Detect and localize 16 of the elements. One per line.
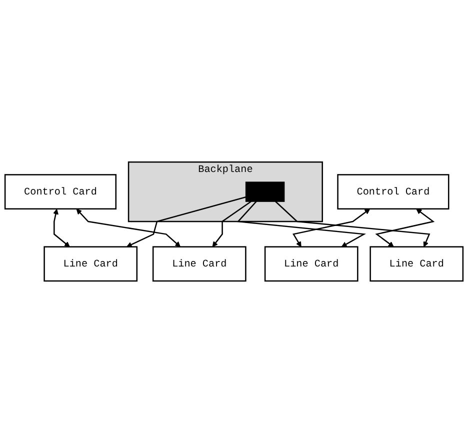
arrow xyxy=(375,209,435,248)
node-box: Line Card xyxy=(152,246,246,282)
node-box: Control Card xyxy=(337,174,450,210)
arrow xyxy=(212,201,252,248)
node-bar xyxy=(245,182,285,202)
arrow xyxy=(76,209,181,248)
node-box: Line Card xyxy=(44,246,138,282)
cluster: Backplane xyxy=(128,162,323,223)
arrow xyxy=(274,201,430,248)
node-box: Control Card xyxy=(4,174,117,210)
node-box: Line Card xyxy=(264,246,358,282)
arrow xyxy=(53,209,70,248)
arrow xyxy=(126,196,246,248)
arrow xyxy=(236,201,366,248)
node-box: Line Card xyxy=(370,246,464,282)
arrow xyxy=(292,209,370,248)
